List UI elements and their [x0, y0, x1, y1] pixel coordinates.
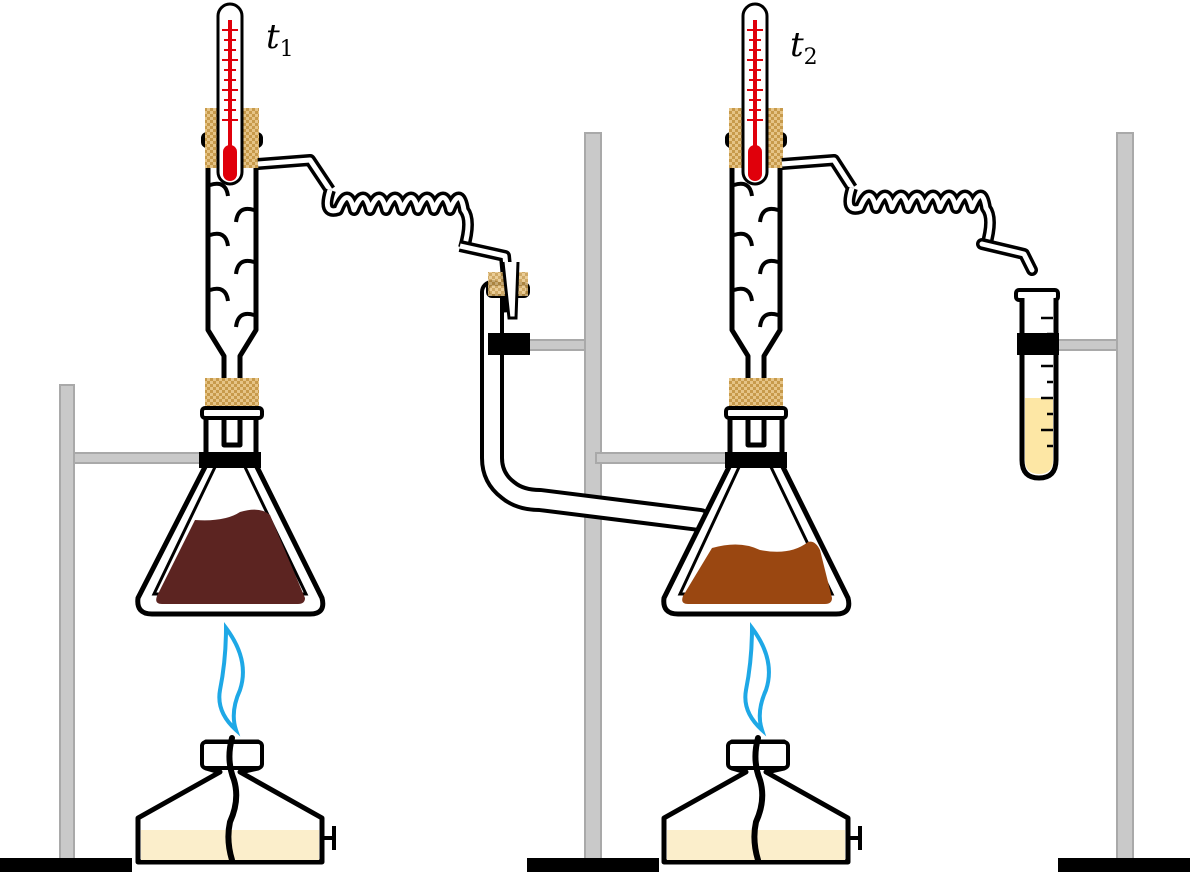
- flask-clamp: [199, 452, 261, 468]
- retort-stand-left: [0, 384, 205, 872]
- flask-clamp: [725, 452, 787, 468]
- spirit-lamp-icon: [661, 735, 862, 865]
- label-subscript: 2: [803, 44, 818, 70]
- stand-arm: [526, 339, 586, 351]
- flask-liquid: [156, 509, 305, 604]
- stand-arm: [595, 452, 727, 464]
- receiver-tube: [480, 261, 712, 532]
- erlenmeyer-flask-icon: [661, 409, 852, 617]
- cork: [205, 378, 259, 410]
- stand-arm: [1054, 339, 1118, 351]
- flask-liquid: [682, 541, 832, 604]
- spirit-lamp-icon: [135, 735, 336, 865]
- test-tube-liquid: [1025, 398, 1053, 474]
- tube-clamp: [1017, 333, 1059, 355]
- thermometer-icon: [216, 2, 244, 186]
- retort-stand-right: [1054, 132, 1190, 872]
- label-symbol: t: [790, 25, 804, 65]
- flame-icon: [743, 621, 771, 737]
- temperature-label-t2: t2: [790, 28, 818, 69]
- condenser-coil-icon: [257, 154, 516, 313]
- label-symbol: t: [266, 17, 280, 57]
- test-tube-icon: [1014, 288, 1060, 481]
- erlenmeyer-flask-icon: [135, 409, 326, 617]
- stand-base: [0, 858, 132, 872]
- stand-rod: [59, 384, 75, 861]
- stand-base: [1058, 858, 1190, 872]
- tube-clamp: [488, 333, 530, 355]
- condenser-coil-icon: [781, 154, 1038, 276]
- cork: [729, 378, 783, 410]
- thermometer-icon: [741, 2, 769, 186]
- stand-rod: [1116, 132, 1134, 861]
- temperature-label-t1: t1: [266, 20, 294, 61]
- stand-base: [527, 858, 659, 872]
- wick: [751, 735, 766, 863]
- apparatus-right: [661, 2, 1038, 617]
- label-subscript: 1: [279, 36, 294, 62]
- wick: [225, 735, 240, 863]
- stand-arm: [73, 452, 205, 464]
- flame-icon: [217, 621, 245, 737]
- apparatus-left: [135, 2, 516, 617]
